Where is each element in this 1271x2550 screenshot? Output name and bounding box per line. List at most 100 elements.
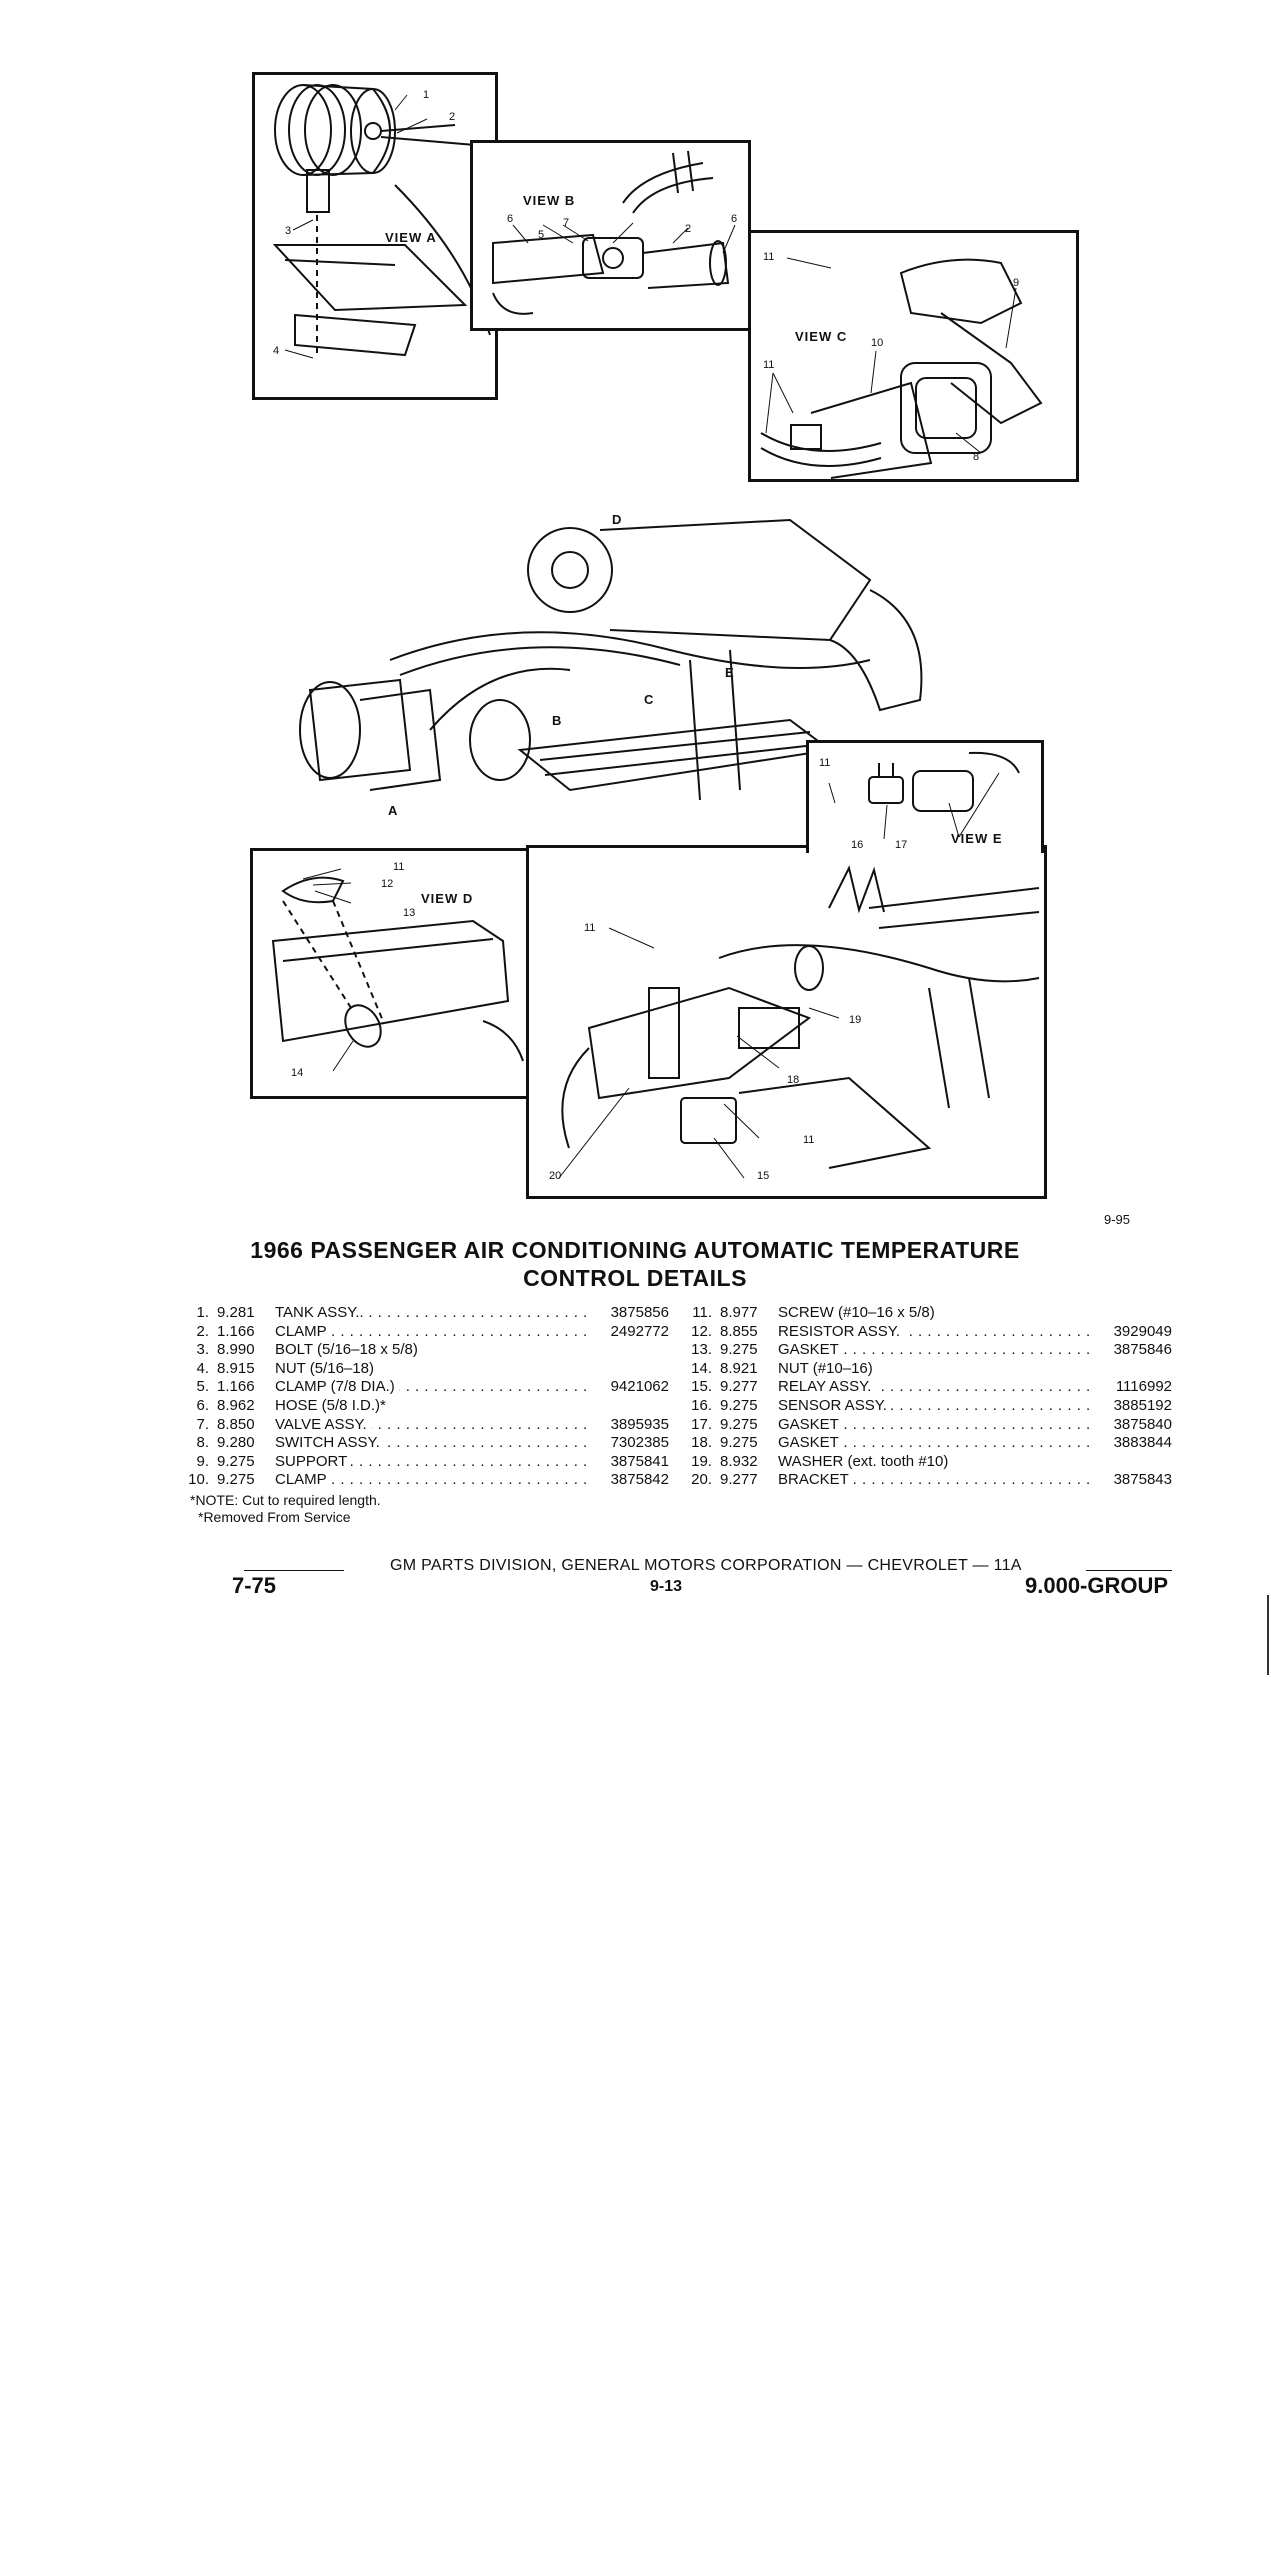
- part-description: GASKET: [778, 1434, 1092, 1453]
- callout-8: 8: [973, 451, 980, 463]
- part-number: 3885192: [1113, 1396, 1172, 1414]
- group-number: 8.915: [217, 1359, 255, 1377]
- item-number: 9.: [196, 1452, 209, 1470]
- group-number: 9.275: [720, 1434, 758, 1452]
- main-view-letter-b: B: [552, 713, 563, 728]
- part-description: BOLT (5/16–18 x 5/8): [275, 1341, 589, 1360]
- callout-1: 1: [423, 89, 430, 101]
- parts-row: 10.9.275CLAMP3875842: [187, 1471, 669, 1490]
- group-number: 8.990: [217, 1341, 255, 1359]
- callout-20: 20: [549, 1170, 562, 1182]
- group-number: 9.277: [720, 1471, 758, 1489]
- callout-14: 14: [291, 1067, 304, 1079]
- parts-row: 13.9.275GASKET3875846: [690, 1341, 1172, 1360]
- item-number: 16.: [691, 1396, 712, 1414]
- item-number: 7.: [196, 1415, 209, 1433]
- footnote-removed: *Removed From Service: [198, 1509, 351, 1525]
- view-e-label: VIEW E: [951, 831, 1003, 846]
- item-number: 14.: [691, 1359, 712, 1377]
- description-text: HOSE (5/8 I.D.)*: [275, 1396, 390, 1414]
- part-description: SUPPORT: [275, 1452, 589, 1472]
- callout-6-left: 6: [507, 213, 514, 225]
- main-view-letter-d: D: [612, 512, 623, 527]
- view-e-inset-drawing: [828, 751, 1020, 840]
- part-description: SENSOR ASSY.: [778, 1396, 1092, 1416]
- view-e-panel: 11 19 18 11 20 15: [526, 845, 1047, 1199]
- view-b-panel: VIEW B 6 5 7 2 6: [470, 140, 751, 331]
- group-number: 8.850: [217, 1415, 255, 1433]
- part-number: 9421062: [610, 1378, 669, 1396]
- main-view-letter-c: C: [644, 692, 655, 707]
- description-text: GASKET: [778, 1434, 843, 1452]
- view-e-drawing: [558, 865, 1040, 1179]
- callout-6-right: 6: [731, 213, 738, 225]
- item-number: 17.: [691, 1415, 712, 1433]
- parts-row: 2.1.166CLAMP2492772: [187, 1322, 669, 1342]
- part-number: 7302385: [610, 1434, 669, 1452]
- parts-row: 16. 9.275 SENSOR ASSY. 3885192: [690, 1396, 1172, 1416]
- footer-rule-right: [1086, 1570, 1172, 1571]
- group-number: 8.977: [720, 1304, 758, 1321]
- description-text: NUT (5/16–18): [275, 1359, 378, 1377]
- description-text: SENSOR ASSY.: [778, 1396, 891, 1414]
- item-number: 8.: [196, 1434, 209, 1452]
- part-number: [589, 1397, 669, 1416]
- group-number: 9.275: [720, 1396, 758, 1414]
- item-number: 18.: [691, 1434, 712, 1452]
- part-number: [589, 1360, 669, 1379]
- part-number: [1092, 1453, 1172, 1472]
- group-number: 9.275: [217, 1471, 255, 1489]
- description-text: SWITCH ASSY.: [275, 1434, 384, 1452]
- callout-18: 18: [787, 1074, 800, 1086]
- view-a-panel: 1 2 3 4 VIEW A: [252, 72, 498, 400]
- callout-17: 17: [895, 839, 908, 851]
- view-d-label: VIEW D: [421, 891, 474, 906]
- callout-16: 16: [851, 839, 864, 851]
- part-number: [589, 1341, 669, 1360]
- part-number: 3875843: [1113, 1471, 1172, 1489]
- part-description: HOSE (5/8 I.D.)*: [275, 1396, 589, 1416]
- description-text: CLAMP: [275, 1322, 331, 1340]
- scan-edge-mark: [1267, 1595, 1269, 1675]
- view-e-inset-panel: 11 16 17 VIEW E: [806, 740, 1044, 853]
- part-number: 2492772: [610, 1322, 669, 1340]
- view-b-label: VIEW B: [523, 193, 576, 208]
- part-description: RELAY ASSY.: [778, 1378, 1092, 1397]
- title-line-1: 1966 PASSENGER AIR CONDITIONING AUTOMATI…: [250, 1237, 1020, 1263]
- description-text: GASKET: [778, 1415, 843, 1433]
- description-text: GASKET: [778, 1341, 843, 1359]
- view-c-drawing: [760, 257, 1043, 479]
- part-description: WASHER (ext. tooth #10): [778, 1452, 1092, 1472]
- group-number: 1.166: [217, 1322, 255, 1340]
- parts-row: 20.9.277BRACKET3875843: [690, 1471, 1172, 1490]
- footer-text: GM PARTS DIVISION, GENERAL MOTORS CORPOR…: [390, 1557, 1022, 1574]
- view-b-drawing: [492, 150, 736, 315]
- main-view-letter-e: E: [725, 665, 735, 680]
- part-description: NUT (#10–16): [778, 1359, 1092, 1379]
- callout-11-e-top: 11: [584, 922, 596, 934]
- part-number: 3875841: [610, 1452, 669, 1470]
- item-number: 6.: [196, 1396, 209, 1414]
- description-text: RELAY ASSY.: [778, 1378, 876, 1396]
- callout-2-b: 2: [685, 223, 692, 235]
- part-number: [1092, 1304, 1172, 1323]
- callout-11-d: 11: [393, 861, 405, 873]
- page-number: 9-13: [650, 1578, 683, 1595]
- footnote-cut: *NOTE: Cut to required length.: [190, 1492, 381, 1508]
- part-number: [1092, 1360, 1172, 1379]
- description-text: BRACKET: [778, 1471, 853, 1489]
- main-view-letter-a: A: [388, 803, 399, 818]
- callout-11-c-left: 11: [763, 359, 775, 371]
- description-text: SUPPORT: [275, 1452, 352, 1470]
- description-text: SCREW (#10–16 x 5/8): [778, 1304, 939, 1321]
- callout-15: 15: [757, 1170, 770, 1182]
- part-number: 3929049: [1113, 1322, 1172, 1340]
